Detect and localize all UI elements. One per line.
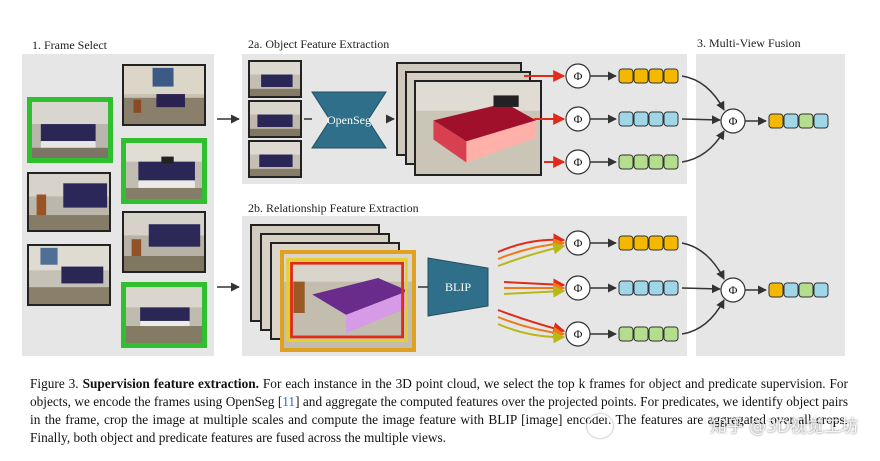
caption-text-1: For each instance in the 3D point cloud,…	[30, 376, 848, 409]
object-input-frame	[248, 100, 302, 138]
feature-vector-green	[618, 326, 679, 342]
fusion-title: 3. Multi-View Fusion	[697, 36, 801, 50]
openseg-label: OpenSeg	[327, 113, 371, 127]
phi-label: Φ	[729, 283, 738, 297]
fused-object-feature	[768, 113, 829, 129]
object-input-frame	[248, 140, 302, 178]
frame-select-title: 1. Frame Select	[32, 38, 107, 52]
arrow	[681, 299, 725, 335]
feature-vector-blue	[618, 280, 679, 296]
phi-label: Φ	[729, 114, 738, 128]
watermark: 知乎 @3D视觉工坊	[709, 417, 858, 437]
frame-thumbnail-selected	[27, 97, 113, 163]
arrow	[681, 115, 721, 125]
crop-arrows-top	[497, 233, 566, 267]
frame-thumbnail	[122, 211, 206, 273]
phi-label: Φ	[574, 155, 583, 169]
arrow	[681, 284, 721, 294]
object-branch: Φ Φ Φ	[565, 63, 679, 175]
feature-vector-orange	[618, 235, 679, 251]
object-feature-title: 2a. Object Feature Extraction	[248, 37, 390, 51]
feature-vector-orange	[618, 68, 679, 84]
arrow	[681, 130, 725, 163]
blip-encoder	[427, 257, 489, 317]
watermark-logo-icon	[587, 414, 613, 438]
relationship-crop-front	[280, 250, 416, 352]
arrow	[681, 75, 725, 111]
blip-label: BLIP	[445, 280, 471, 294]
frame-thumbnail-selected	[121, 138, 207, 204]
feature-vector-green	[618, 154, 679, 170]
figure-label: Figure 3.	[30, 376, 79, 391]
relationship-branch: Φ Φ Φ	[565, 230, 679, 347]
phi-label: Φ	[574, 327, 583, 341]
frame-thumbnail-selected	[121, 282, 207, 348]
frame-thumbnail	[122, 64, 206, 126]
caption-title: Supervision feature extraction.	[82, 376, 259, 391]
citation-link[interactable]: 11	[282, 394, 296, 409]
arrow	[681, 242, 725, 280]
diagram-connectors: OpenSeg BLIP Φ	[217, 63, 829, 347]
relationship-feature-title: 2b. Relationship Feature Extraction	[248, 201, 419, 215]
frame-thumbnail	[27, 172, 111, 232]
caption-text-2: ] and aggregate the computed features ov…	[30, 394, 848, 445]
crop-arrows-middle	[503, 278, 566, 298]
crop-arrows-bottom	[497, 309, 566, 344]
phi-label: Φ	[574, 69, 583, 83]
phi-label: Φ	[574, 281, 583, 295]
phi-label: Φ	[574, 112, 583, 126]
diagram: 1. Frame Select 2a. Object Feature Extra…	[22, 36, 845, 356]
frame-thumbnail	[27, 244, 111, 306]
feature-vector-blue	[618, 111, 679, 127]
figure-caption: Figure 3. Supervision feature extraction…	[30, 375, 848, 447]
phi-label: Φ	[574, 236, 583, 250]
object-feature-map-front	[414, 80, 542, 176]
fused-predicate-feature	[768, 282, 829, 298]
openseg-encoder	[311, 91, 387, 149]
object-input-frame	[248, 60, 302, 98]
